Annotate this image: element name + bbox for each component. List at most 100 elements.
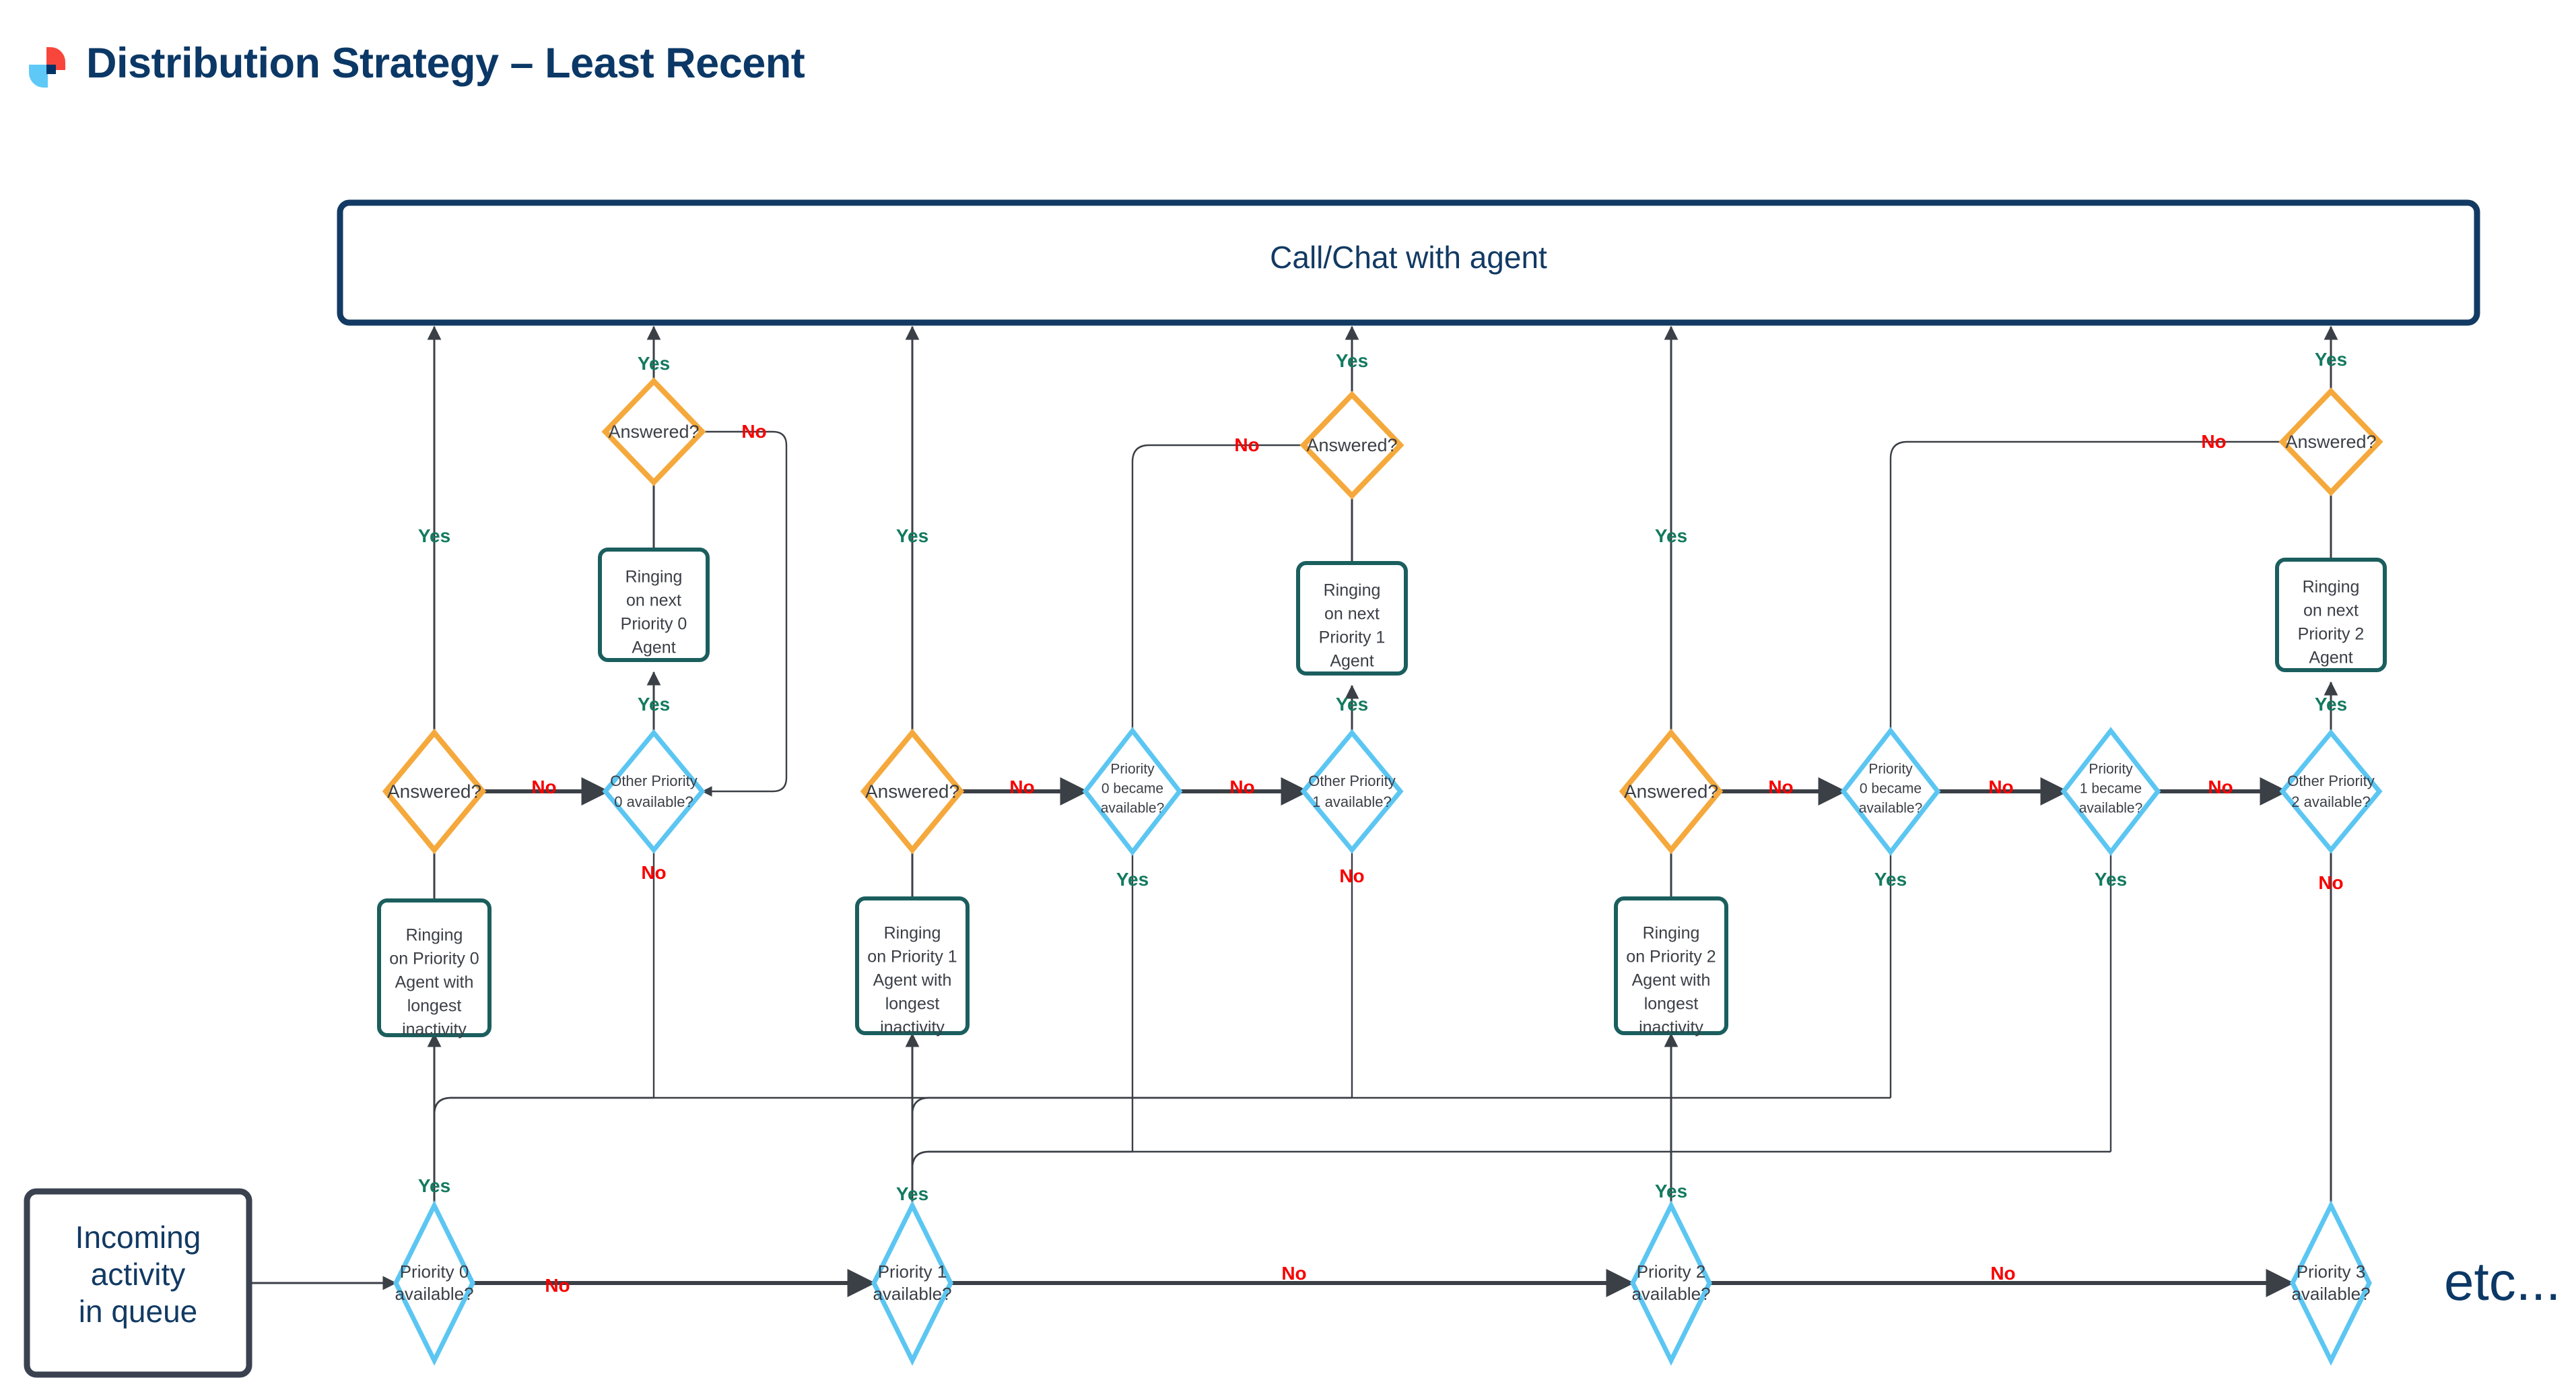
node-label-p1ringnext-l3: Priority 1 [1319,628,1386,647]
node-priority-2-available[interactable]: Priority 2 available? [1630,1200,1712,1366]
node-priority-1-available[interactable]: Priority 1 available? [871,1200,953,1366]
node-label-p2other-l2: 2 available? [2291,793,2370,810]
edge-label-no-p0other: No [641,862,666,883]
node-label-start-l3: in queue [79,1294,198,1329]
node-label-p0ring-l1: Ringing [406,926,463,945]
node-priority-0-became-available-g1[interactable]: Priority 0 became available? [1082,727,1183,856]
node-label-p1ring-l3: Agent with [873,971,952,990]
node-answered-p2[interactable]: Answered? [1619,728,1724,855]
edge-label-yes-p2p1became: Yes [2095,869,2127,890]
node-label-p0ring-l3: Agent with [395,973,474,992]
node-label-p1ringnext-l4: Agent [1330,652,1374,671]
node-label-p2other-l1: Other Priority [2287,773,2375,789]
node-label-p0avail-l1: Priority 0 [400,1261,469,1282]
brand-logo-icon [26,46,67,89]
edge-label-no-p2p1became: No [2208,777,2233,797]
edge-p2p1became-yes-join [911,1150,2111,1209]
node-label-p1avail-l2: available? [873,1284,951,1304]
edge-label-yes-p1answered: Yes [896,525,928,546]
node-label-p1ring-l1: Ringing [884,924,941,943]
etc-annotation: etc... [2444,1251,2561,1311]
node-label-answered-p2: Answered? [1624,781,1718,801]
edge-label-no-p2answered: No [1768,777,1793,797]
edge-label-no-p0answered: No [531,777,556,797]
node-label-p1ring-l5: inactivity [880,1018,945,1037]
node-label-p0ringnext-l2: on next [626,591,681,610]
node-label-p0avail-l2: available? [395,1284,473,1304]
node-label-p1avail-l1: Priority 1 [878,1261,947,1282]
edge-label-yes-p1answered2: Yes [1336,350,1368,371]
node-label-p1ring-l4: longest [885,995,940,1014]
node-label-p0ring-l2: on Priority 0 [389,950,479,968]
edge-layer [250,325,2338,1297]
node-label-p1p0became-l1: Priority [1110,762,1155,777]
node-priority-0-available[interactable]: Priority 0 available? [393,1200,475,1366]
node-label-p1other-l2: 1 available? [1312,793,1391,810]
edge-p1answered2-no-loop [1127,444,1305,748]
node-label-p3avail-l1: Priority 3 [2297,1261,2366,1282]
edge-label-yes-p1other: Yes [1336,694,1368,715]
node-ringing-next-priority-2[interactable]: Ringing on next Priority 2 Agent [2275,558,2387,672]
node-label-answered-p0-next: Answered? [608,422,699,442]
node-ringing-next-priority-1[interactable]: Ringing on next Priority 1 Agent [1296,561,1408,676]
node-answered-p0-next[interactable]: Answered? [601,377,706,486]
node-ringing-next-priority-0[interactable]: Ringing on next Priority 0 Agent [598,548,710,662]
edge-label-yes-p0answered2: Yes [638,353,670,374]
node-answered-p0[interactable]: Answered? [382,728,487,855]
edge-label-yes-p0answered: Yes [418,525,450,546]
node-priority-0-became-available-g2[interactable]: Priority 0 became available? [1840,727,1941,856]
node-answered-p1-next[interactable]: Answered? [1299,391,1404,500]
node-ringing-priority-0-longest[interactable]: Ringing on Priority 0 Agent with longest… [377,898,492,1039]
node-label-start-l2: activity [91,1257,186,1292]
node-label-p0ring-l5: inactivity [402,1020,467,1039]
node-label-start-l1: Incoming [75,1220,201,1255]
edge-label-yes-p2other: Yes [2315,694,2347,715]
node-label-p2ring-l4: longest [1644,995,1699,1014]
edge-label-yes-p0other: Yes [638,694,670,715]
slide-header: Distribution Strategy – Least Recent [0,0,2576,141]
node-label-p2ring-l2: on Priority 2 [1626,948,1716,966]
edge-label-no-p2answered2: No [2201,431,2226,452]
node-answered-p2-next[interactable]: Answered? [2278,387,2383,496]
edge-label-no-p1avail: No [1281,1263,1306,1284]
node-label-p0other-l1: Other Priority [610,773,698,789]
node-priority-1-became-available-g2[interactable]: Priority 1 became available? [2060,727,2161,856]
node-label-p2p0became-l1: Priority [1868,762,1913,777]
node-label-call-chat: Call/Chat with agent [1270,240,1547,275]
node-ringing-priority-2-longest[interactable]: Ringing on Priority 2 Agent with longest… [1614,896,1728,1037]
edge-p1p0became-yes-join [911,1150,1132,1209]
node-label-p0ringnext-l1: Ringing [625,568,683,587]
node-label-p2ring-l5: inactivity [1639,1018,1703,1037]
node-label-p2p1became-l3: available? [2079,801,2143,816]
node-label-p2ringnext-l2: on next [2303,601,2359,620]
node-label-answered-p1: Answered? [865,781,959,801]
node-label-p2p1became-l1: Priority [2089,762,2133,777]
node-call-chat-with-agent[interactable]: Call/Chat with agent [337,199,2480,326]
node-label-p0ringnext-l3: Priority 0 [621,615,687,634]
edge-p0answered2-no-loop [702,430,788,797]
edge-label-no-p2avail: No [1990,1263,2015,1284]
edge-p2answered2-no-loop [1885,440,2284,748]
node-label-p2p0became-l2: 0 became [1860,781,1922,797]
node-label-p2avail-l2: available? [1631,1284,1710,1304]
edge-label-no-p1other: No [1339,865,1364,886]
node-answered-p1[interactable]: Answered? [860,728,965,855]
node-other-priority-2-available[interactable]: Other Priority 2 available? [2279,729,2383,854]
node-other-priority-0-available[interactable]: Other Priority 0 available? [602,729,706,854]
node-other-priority-1-available[interactable]: Other Priority 1 available? [1300,729,1404,854]
edge-label-no-p2other: No [2318,872,2343,893]
node-label-p2ringnext-l3: Priority 2 [2298,625,2365,644]
edge-label-no-p2p0became: No [1988,777,2013,797]
node-priority-3-available[interactable]: Priority 3 available? [2290,1200,2372,1366]
node-label-p1ring-l2: on Priority 1 [867,948,957,966]
page-title: Distribution Strategy – Least Recent [86,40,805,87]
node-label-p0other-l2: 0 available? [614,793,693,810]
node-incoming-activity-in-queue[interactable]: Incoming activity in queue [24,1188,252,1378]
node-label-p1p0became-l2: 0 became [1101,781,1163,797]
node-ringing-priority-1-longest[interactable]: Ringing on Priority 1 Agent with longest… [855,896,970,1037]
edge-p0other-no-join [433,1096,654,1206]
edge-label-no-p0avail: No [545,1275,570,1296]
node-label-p1ringnext-l2: on next [1324,605,1380,624]
